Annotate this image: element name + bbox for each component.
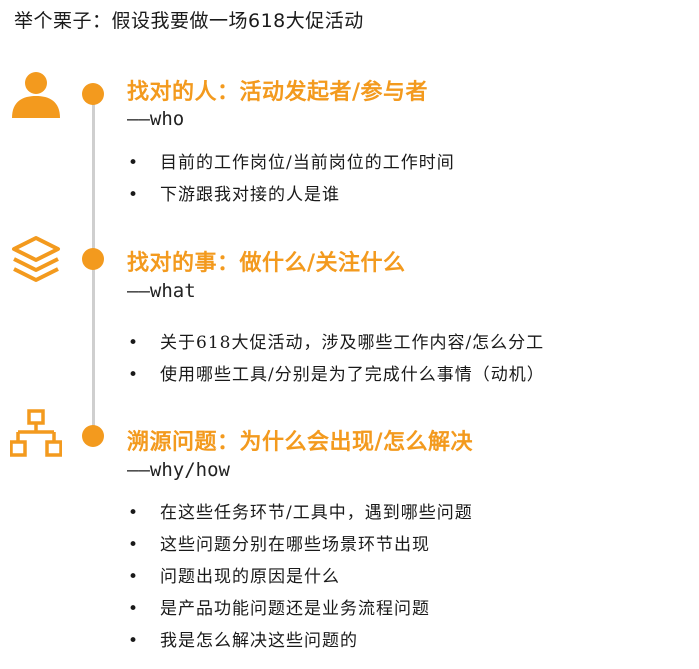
section-heading: 溯源问题：为什么会出现/怎么解决 bbox=[127, 430, 474, 455]
bullet-list: •在这些任务环节/工具中，遇到哪些问题 •这些问题分别在哪些场景环节出现 •问题… bbox=[128, 497, 473, 657]
list-item: •在这些任务环节/工具中，遇到哪些问题 bbox=[128, 503, 473, 523]
list-item: •使用哪些工具/分别是为了完成什么事情（动机） bbox=[128, 365, 545, 385]
section-subtitle: ——why/how bbox=[127, 459, 230, 481]
list-item: •这些问题分别在哪些场景环节出现 bbox=[128, 535, 430, 555]
list-item: •目前的工作岗位/当前岗位的工作时间 bbox=[128, 153, 455, 173]
list-item: •下游跟我对接的人是谁 bbox=[128, 185, 340, 205]
section-subtitle: ——who bbox=[127, 108, 185, 130]
timeline-dot bbox=[82, 83, 104, 105]
list-item: •我是怎么解决这些问题的 bbox=[128, 631, 358, 651]
timeline-dot bbox=[82, 248, 104, 270]
person-icon bbox=[12, 72, 60, 118]
hierarchy-icon bbox=[10, 409, 62, 457]
section-heading: 找对的人：活动发起者/参与者 bbox=[127, 80, 429, 105]
timeline-dot bbox=[82, 425, 104, 447]
section-heading: 找对的事：做什么/关注什么 bbox=[127, 251, 406, 276]
bullet-list: •关于618大促活动，涉及哪些工作内容/怎么分工 •使用哪些工具/分别是为了完成… bbox=[128, 327, 545, 391]
list-item: •是产品功能问题还是业务流程问题 bbox=[128, 599, 430, 619]
section-subtitle: ——what bbox=[127, 280, 196, 302]
layers-icon bbox=[12, 236, 60, 282]
page-title: 举个栗子：假设我要做一场618大促活动 bbox=[14, 10, 364, 32]
bullet-list: •目前的工作岗位/当前岗位的工作时间 •下游跟我对接的人是谁 bbox=[128, 147, 455, 211]
list-item: •问题出现的原因是什么 bbox=[128, 567, 340, 587]
list-item: •关于618大促活动，涉及哪些工作内容/怎么分工 bbox=[128, 333, 545, 353]
